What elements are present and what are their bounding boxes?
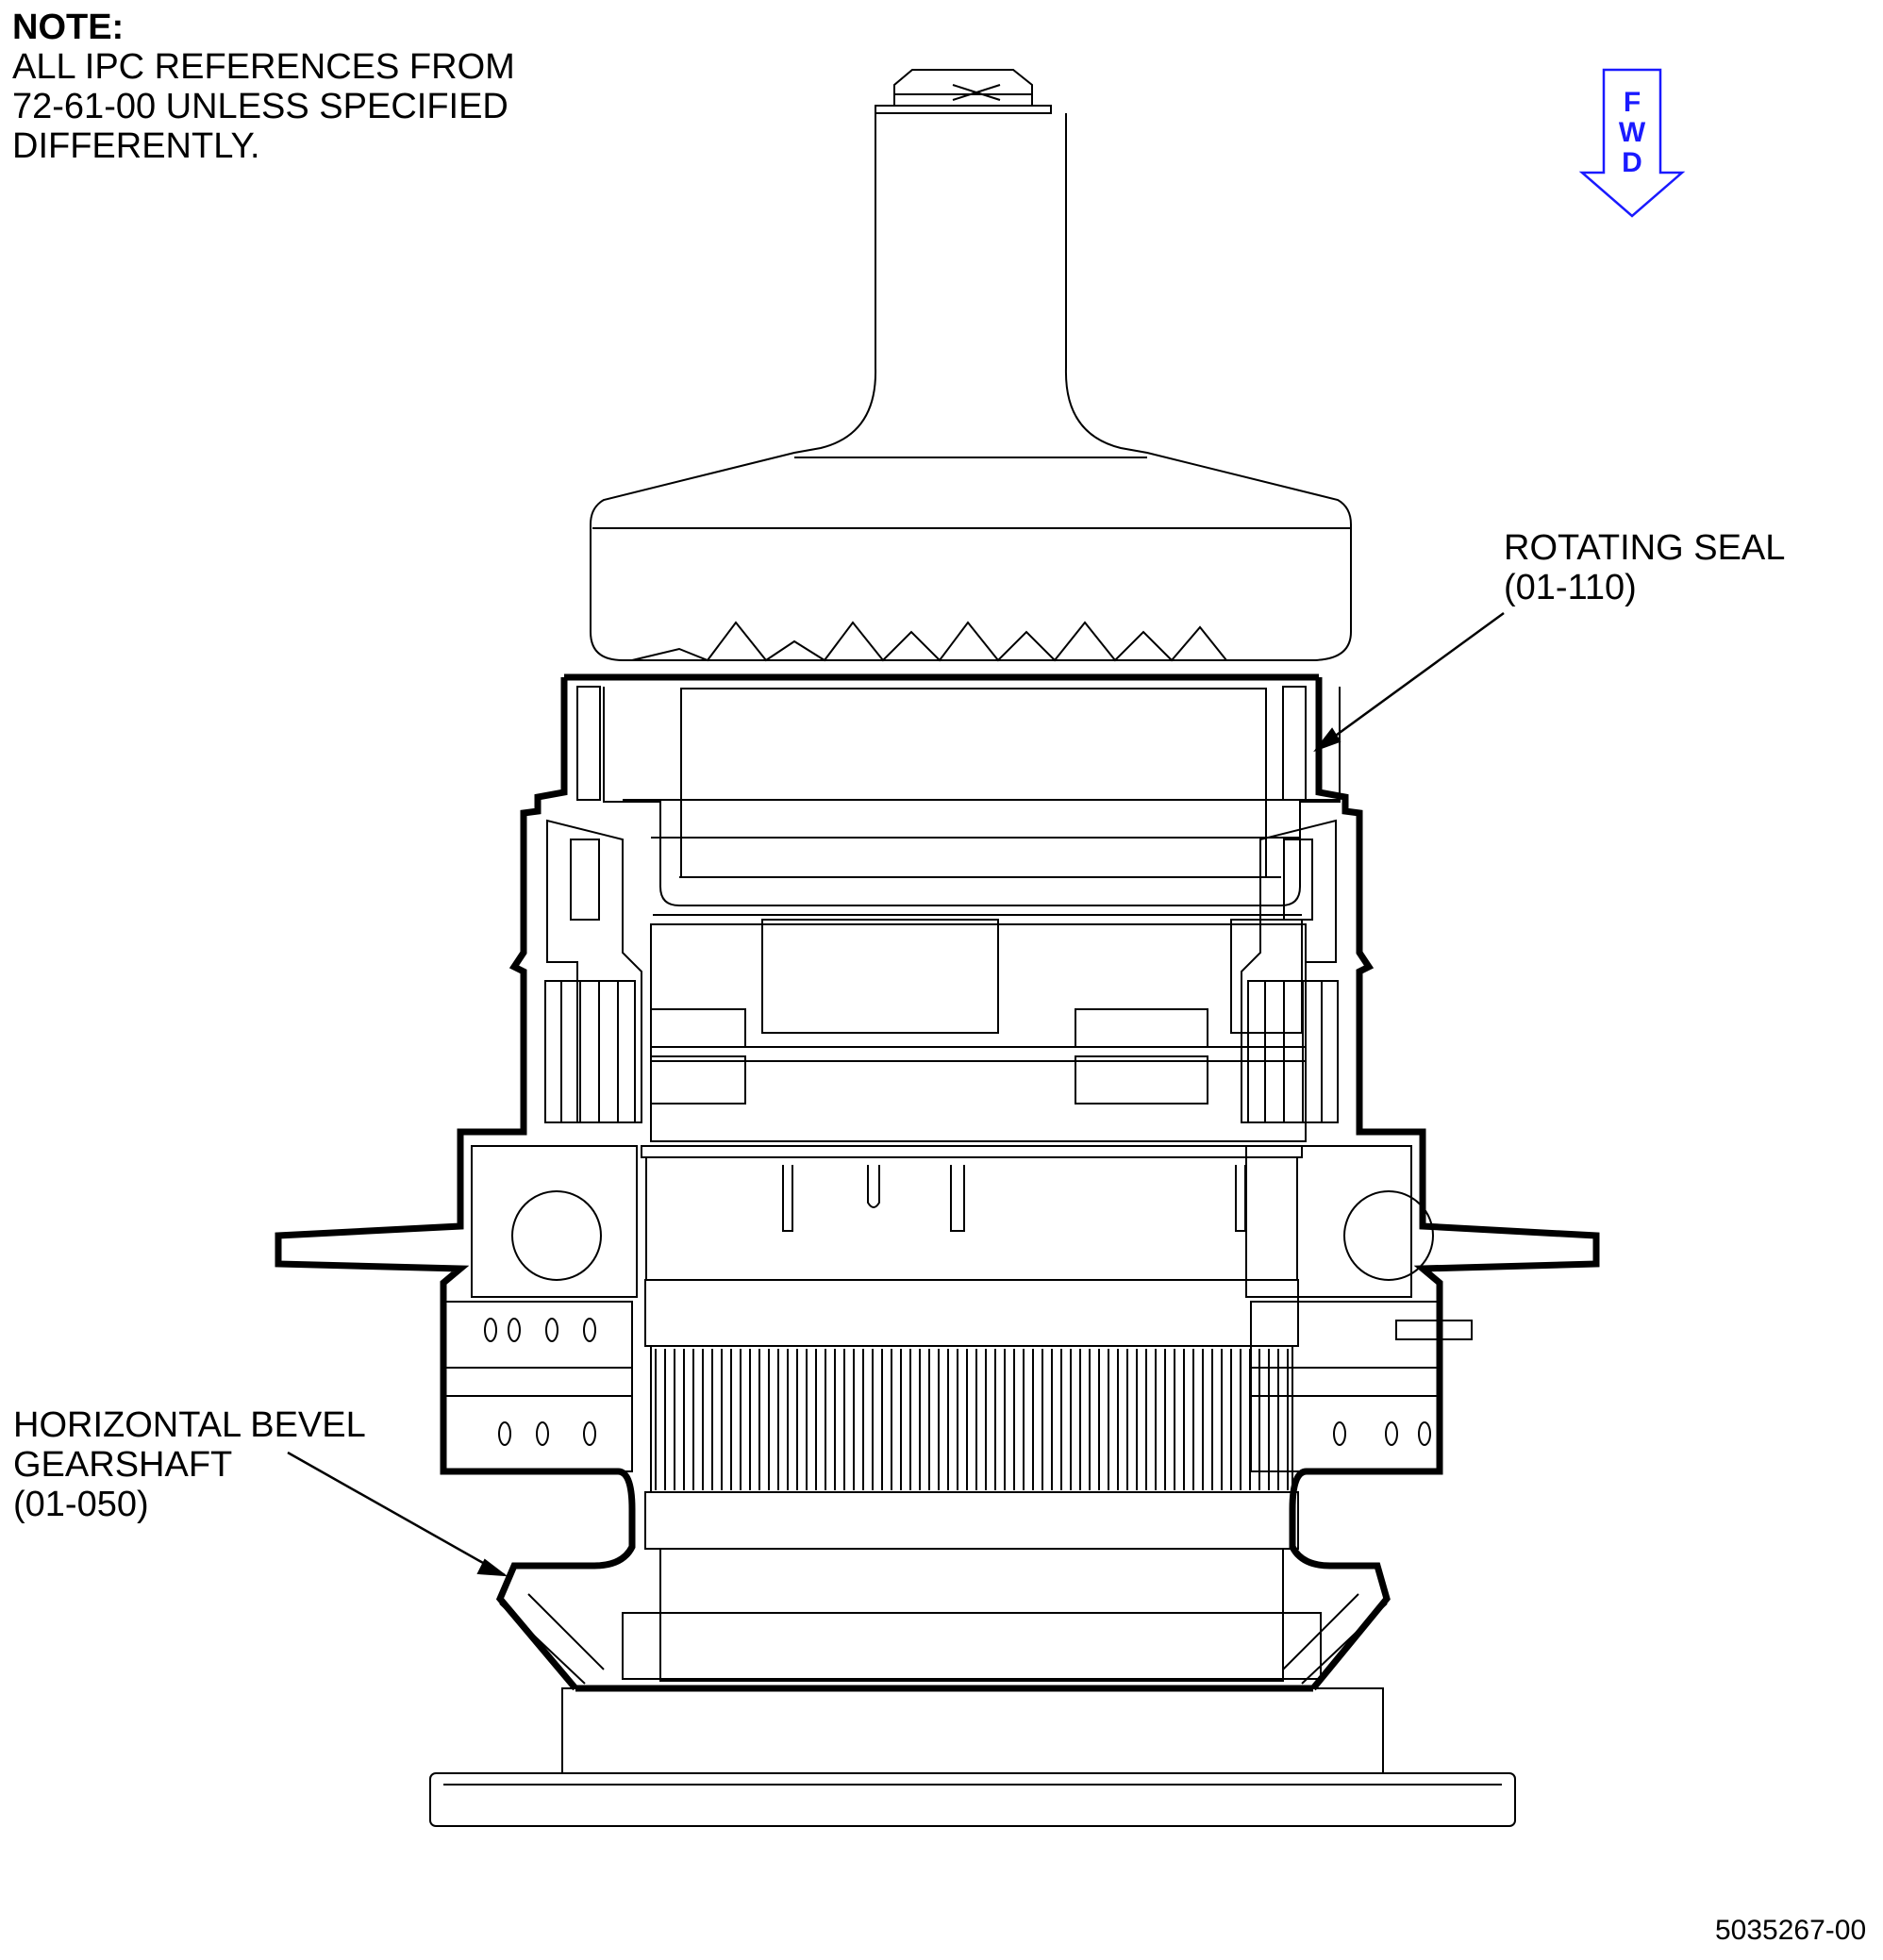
bearing-housing-right [1241,819,1473,1472]
top-adapter [590,69,1352,662]
rotating-seal [576,686,1341,906]
note-line: 72-61-00 UNLESS SPECIFIED [12,87,508,126]
figure-number: 5035267-00 [1715,1915,1867,1946]
fwd-letter: W [1619,117,1646,148]
note-line: DIFFERENTLY. [12,126,260,166]
bevel-gearshaft-label: GEARSHAFT [13,1445,233,1485]
central-shaft [622,914,1322,1682]
rotating-seal-leader [1313,611,1505,753]
rotating-seal-label: ROTATING SEAL [1504,528,1786,568]
spline-teeth [655,1349,1289,1490]
fwd-arrow-down-icon: F W D [1578,68,1686,218]
fwd-letter: D [1622,147,1642,178]
outer-housing [275,673,1600,1692]
bearing-housing-left [442,819,642,1472]
note-title: NOTE: [12,8,125,47]
bevel-gearshaft-leader [287,1451,508,1577]
bevel-gear-base [429,1593,1516,1827]
rotating-seal-ref: (01-110) [1504,568,1637,607]
bevel-gearshaft-ref: (01-050) [13,1485,149,1524]
note-line: ALL IPC REFERENCES FROM [12,47,515,87]
fwd-letter: F [1624,87,1641,118]
bevel-gearshaft-label: HORIZONTAL BEVEL [13,1405,366,1445]
